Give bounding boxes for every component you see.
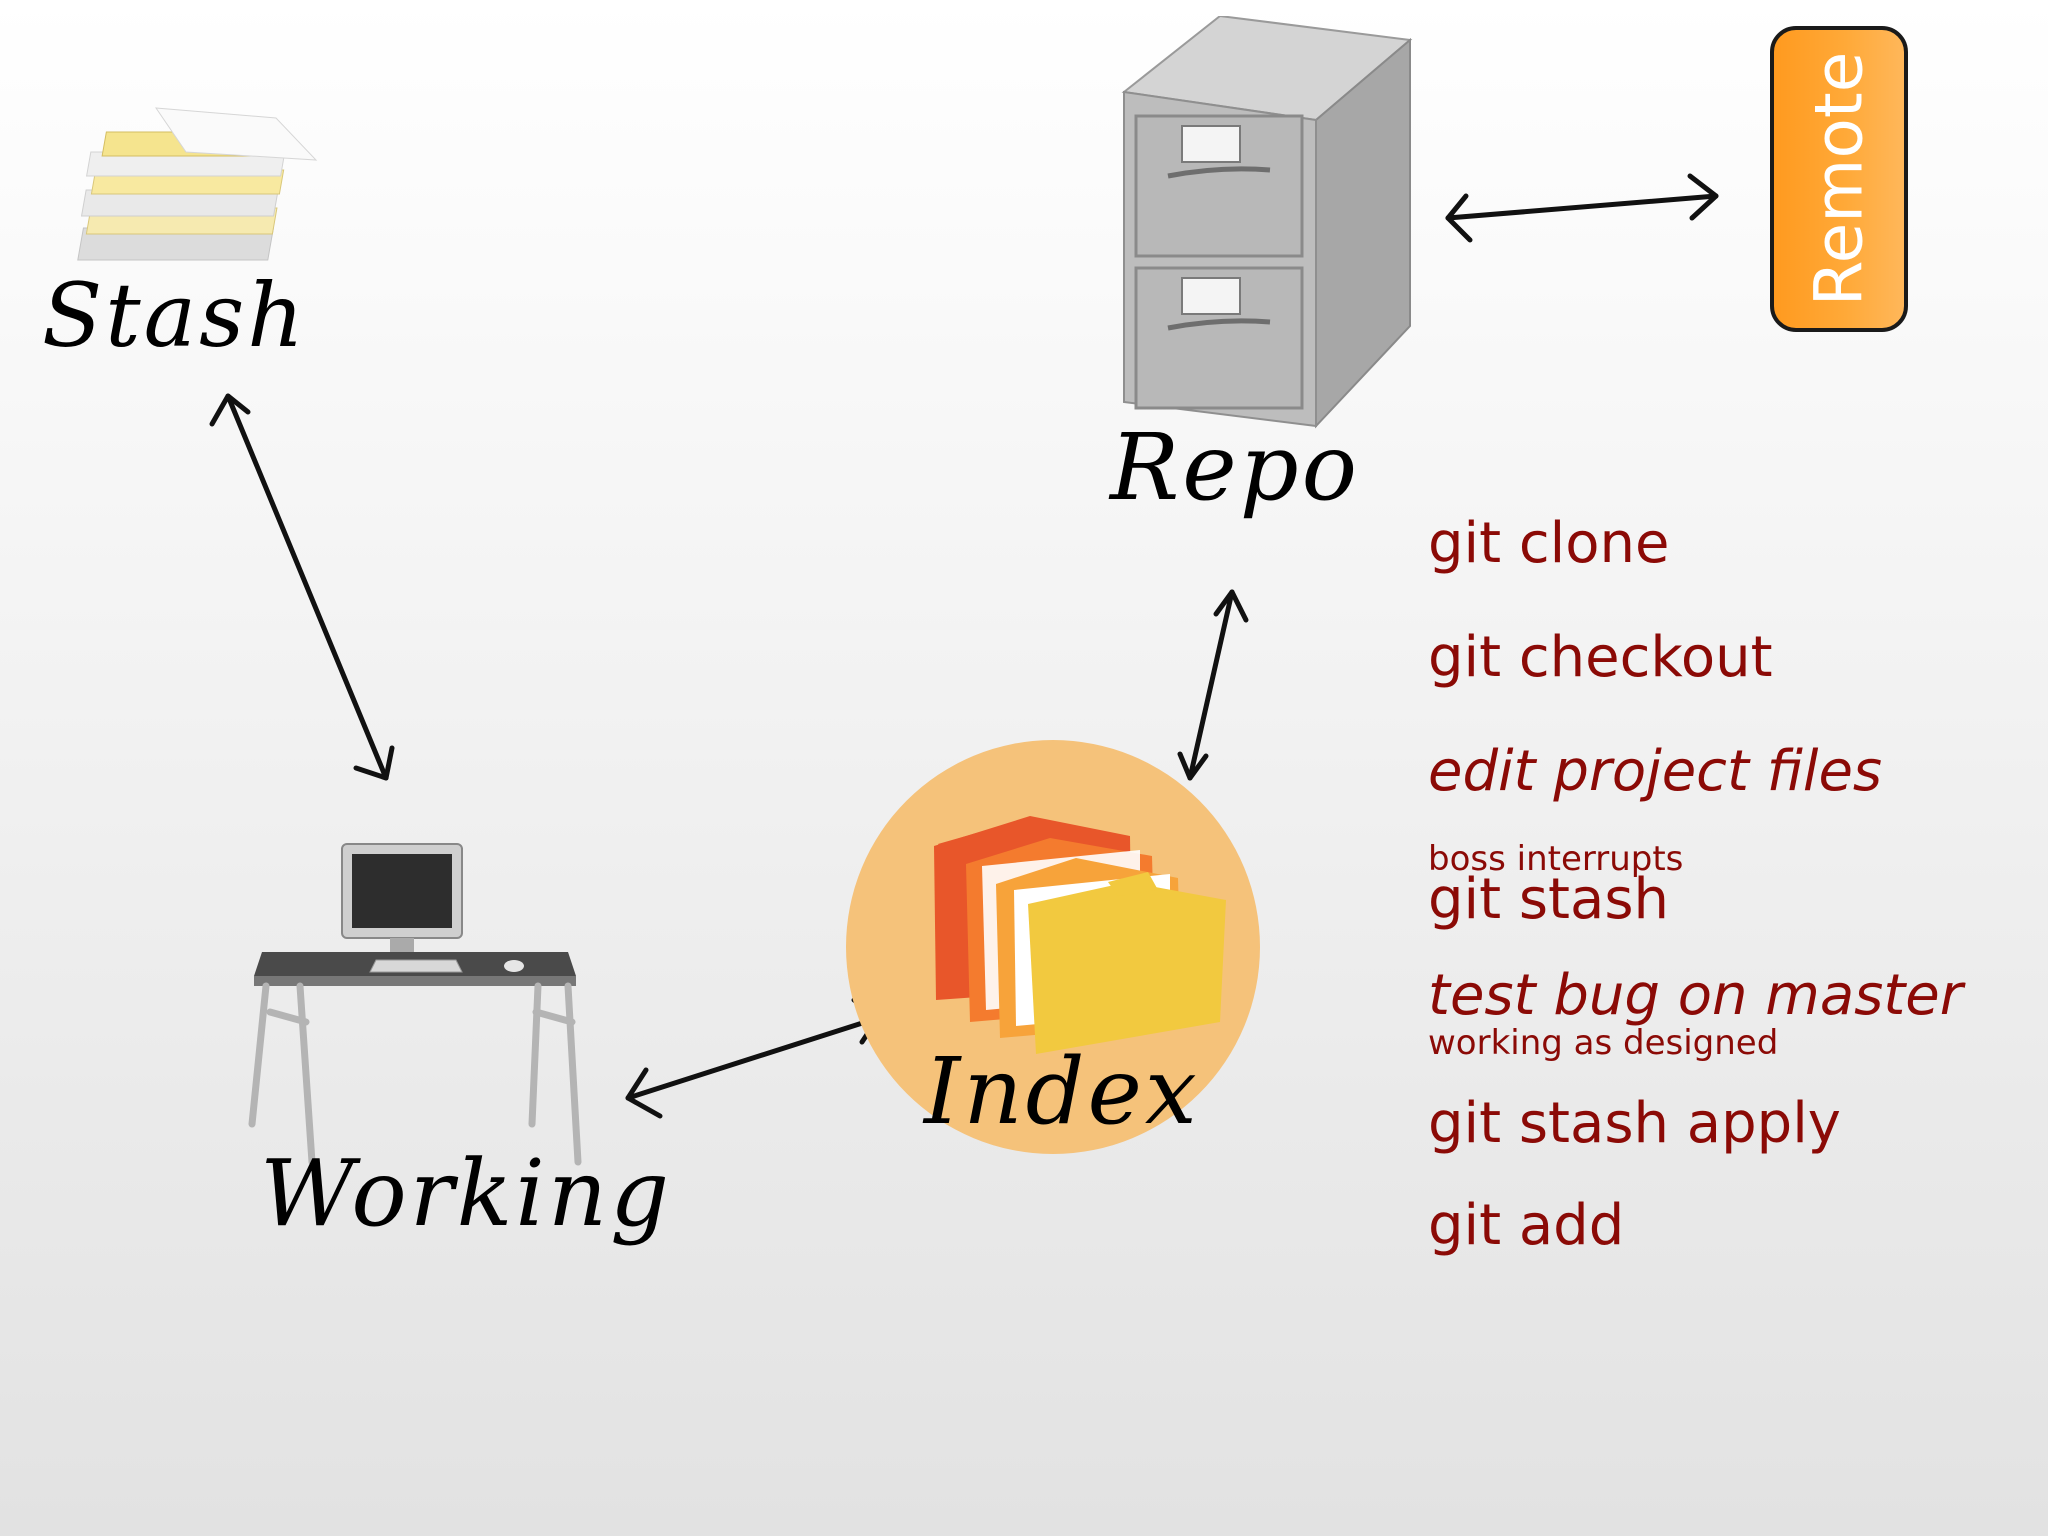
cmd-git-clone: git clone — [1428, 511, 1670, 576]
computer-desk-icon — [248, 843, 582, 1166]
cmd-working-as-designed: working as designed — [1428, 1023, 1779, 1063]
paper-stack-icon — [77, 107, 318, 261]
remote-label: Remote — [1800, 51, 1878, 307]
filing-cabinet-icon — [1121, 16, 1413, 429]
cmd-git-stash: git stash — [1428, 867, 1669, 932]
cmd-boss-interrupts: boss interrupts — [1428, 839, 1684, 879]
cmd-git-checkout: git checkout — [1428, 625, 1773, 690]
cmd-git-stash-apply: git stash apply — [1428, 1091, 1841, 1156]
folders-icon — [934, 816, 1226, 1054]
repo-label: Repo — [1110, 414, 1360, 521]
remote-box: Remote — [1770, 26, 1908, 332]
cmd-test-bug-on-master: test bug on master — [1428, 963, 1963, 1028]
stash-label: Stash — [42, 264, 307, 367]
arrow-repo-remote — [1445, 173, 1719, 243]
working-label: Working — [260, 1140, 672, 1247]
index-label: Index — [924, 1038, 1200, 1145]
arrow-working-index — [625, 997, 881, 1119]
cmd-git-add: git add — [1428, 1193, 1625, 1258]
arrow-index-repo — [1177, 589, 1249, 781]
cmd-edit-project-files: edit project files — [1428, 739, 1883, 804]
arrow-stash-working — [209, 393, 395, 781]
